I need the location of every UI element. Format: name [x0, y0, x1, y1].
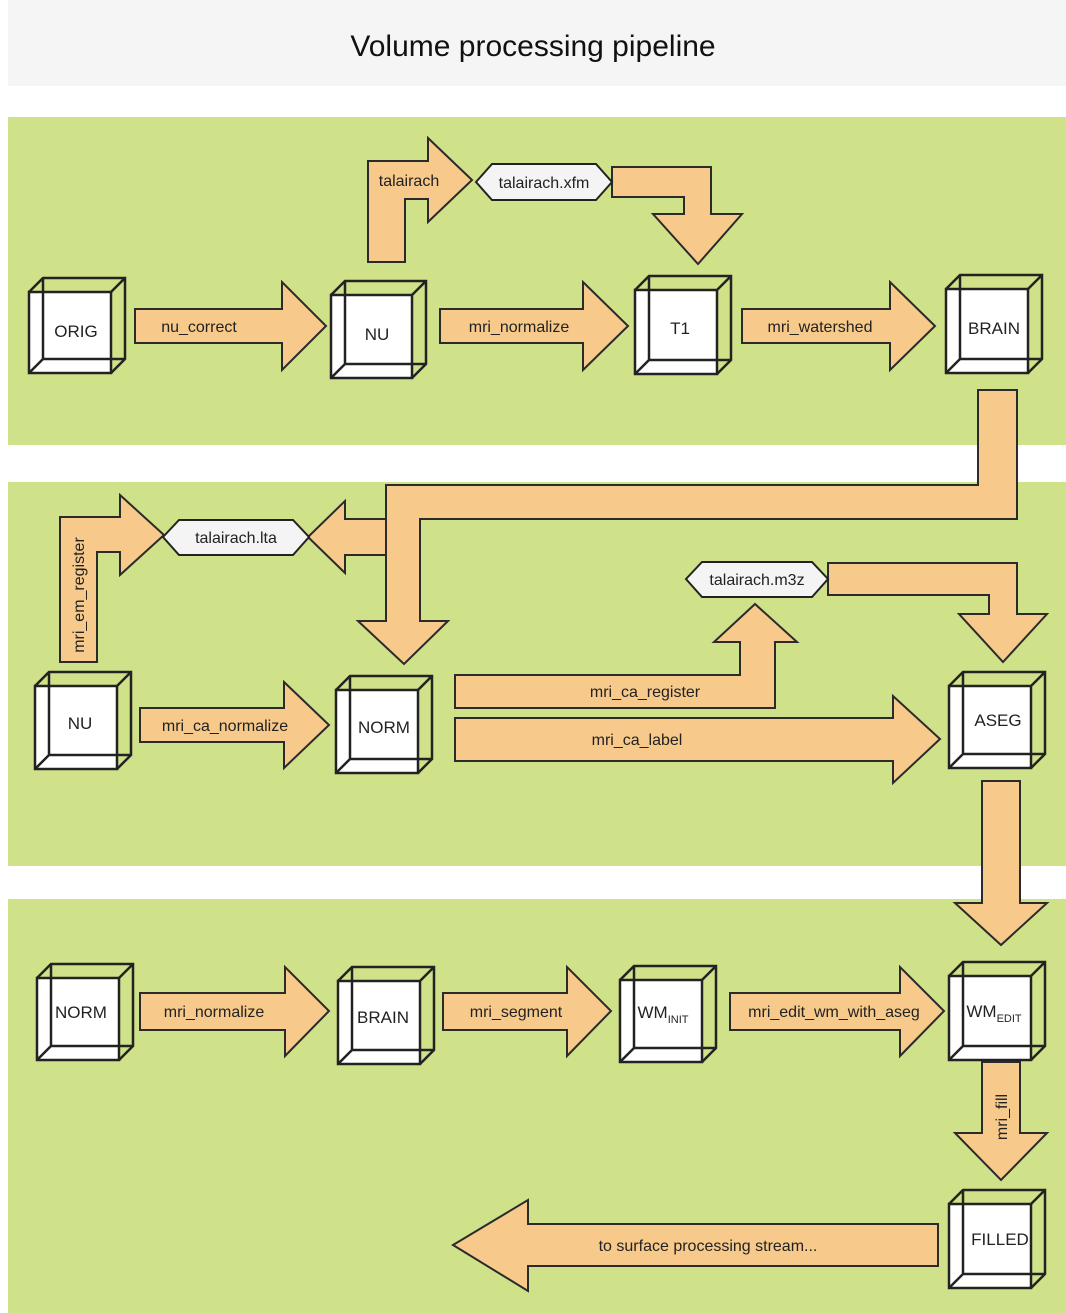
orig-label: ORIG	[54, 322, 97, 341]
to-surface-label: to surface processing stream...	[599, 1238, 818, 1255]
norm-volume-2	[35, 962, 135, 1062]
brain-to-norm-connector-arrow	[355, 389, 1018, 666]
aseg-volume	[947, 670, 1047, 770]
nu-correct-label: nu_correct	[161, 319, 237, 336]
norm-label-2: NORM	[55, 1003, 107, 1022]
mri-ca-register-label: mri_ca_register	[590, 684, 701, 701]
mri-ca-register-arrow	[454, 602, 800, 709]
mri-normalize-2-arrow	[139, 964, 331, 1059]
filled-volume	[947, 1188, 1047, 1290]
brain-volume-2	[336, 965, 436, 1066]
mri-ca-normalize-arrow	[139, 679, 331, 771]
mri-segment-label: mri_segment	[470, 1004, 563, 1021]
mri-normalize-1-label: mri_normalize	[469, 319, 570, 336]
wm-init-label: WMINIT	[638, 1003, 689, 1026]
filled-label: FILLED	[971, 1230, 1029, 1249]
mri-em-register-label: mri_em_register	[71, 537, 88, 653]
talairach-xfm-label: talairach.xfm	[499, 175, 590, 192]
mri-edit-wm-label: mri_edit_wm_with_aseg	[748, 1004, 920, 1021]
talairach-arrow	[367, 135, 474, 263]
mri-fill-arrow	[952, 1061, 1050, 1182]
wm-edit-sub: EDIT	[997, 1013, 1022, 1025]
aseg-label: ASEG	[974, 711, 1021, 730]
mri-ca-label-arrow	[454, 693, 942, 786]
mri-edit-wm-arrow	[729, 964, 946, 1059]
mri-ca-normalize-label: mri_ca_normalize	[162, 718, 288, 735]
mri-normalize-1-arrow	[439, 279, 630, 373]
wm-edit-main: WM	[966, 1002, 996, 1021]
diagram-title: Volume processing pipeline	[350, 30, 716, 63]
talairach-m3z-label: talairach.m3z	[709, 572, 804, 589]
wm-init-sub: INIT	[668, 1014, 689, 1026]
mri-watershed-label: mri_watershed	[768, 319, 873, 336]
nu-label-2: NU	[68, 714, 93, 733]
wm-init-volume	[618, 964, 718, 1064]
m3z-to-aseg-arrow	[827, 562, 1050, 664]
talairach-xfm-file	[474, 163, 614, 201]
talairach-lta-file	[161, 519, 311, 556]
to-talairach-lta-arrow	[306, 498, 387, 576]
t1-volume	[633, 274, 733, 376]
brain-label-1: BRAIN	[968, 319, 1020, 338]
talairach-lta-label: talairach.lta	[195, 530, 277, 547]
talairach-label: talairach	[379, 173, 439, 190]
norm-label-1: NORM	[358, 718, 410, 737]
wm-edit-volume	[947, 960, 1047, 1062]
brain-label-2: BRAIN	[357, 1008, 409, 1027]
nu-label-1: NU	[365, 325, 390, 344]
title-bar	[8, 0, 1066, 86]
wm-init-main: WM	[638, 1003, 668, 1022]
norm-volume-1	[334, 674, 434, 775]
talairach-m3z-file	[684, 561, 830, 598]
orig-volume	[27, 276, 127, 375]
mri-normalize-2-label: mri_normalize	[164, 1004, 265, 1021]
mri-em-register-arrow	[59, 492, 166, 663]
xfm-to-t1-arrow	[611, 166, 745, 266]
t1-label: T1	[670, 319, 690, 338]
brain-volume-1	[944, 273, 1044, 375]
wm-edit-label: WMEDIT	[966, 1002, 1022, 1025]
mri-watershed-arrow	[741, 279, 937, 373]
nu-correct-arrow	[134, 279, 328, 373]
to-surface-arrow	[451, 1198, 939, 1293]
mri-ca-label-label: mri_ca_label	[592, 732, 683, 749]
nu-volume-2	[33, 670, 133, 771]
mri-fill-label: mri_fill	[994, 1094, 1011, 1140]
nu-volume-1	[329, 279, 428, 380]
aseg-to-wm-edit-arrow	[952, 780, 1050, 947]
mri-segment-arrow	[442, 964, 613, 1059]
